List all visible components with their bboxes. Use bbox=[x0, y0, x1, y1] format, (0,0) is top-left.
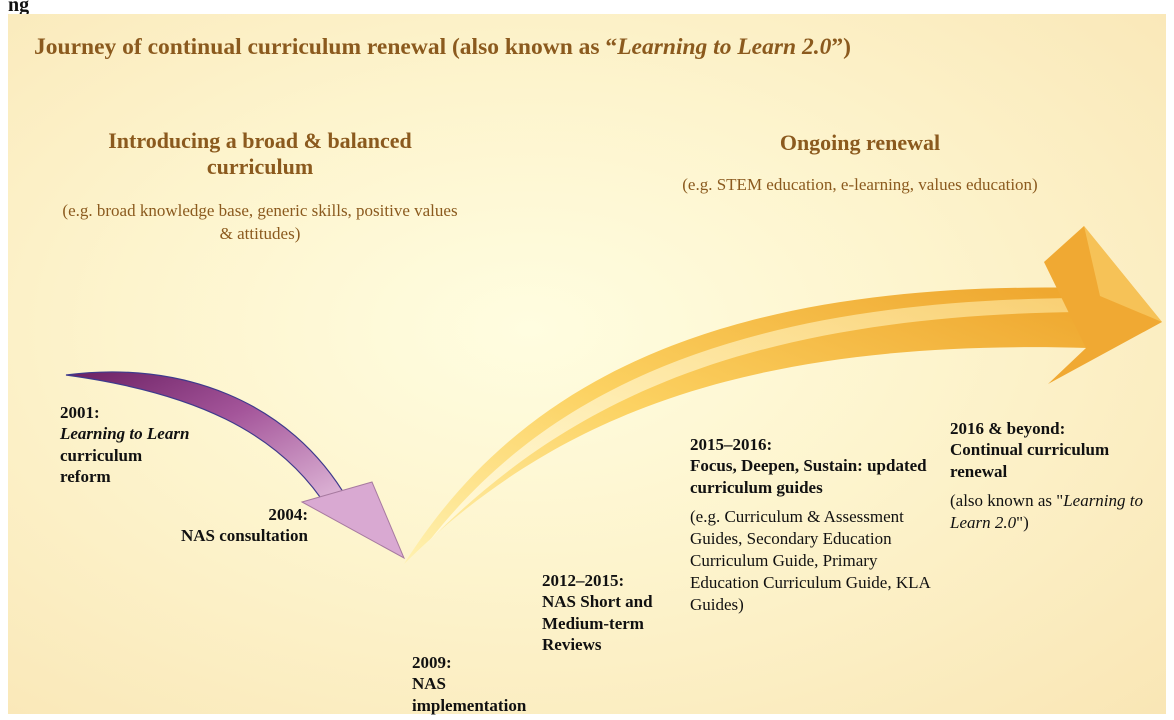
milestone-2001: 2001: Learning to Learn curriculum refor… bbox=[60, 402, 210, 487]
milestone-2012-text: NAS Short and Medium-term Reviews bbox=[542, 592, 653, 654]
milestone-2004-text: NAS consultation bbox=[180, 526, 308, 546]
phase-right-heading: Ongoing renewal bbox=[779, 130, 941, 155]
diagram-panel bbox=[8, 14, 1166, 714]
milestone-2015-year: 2015–2016: bbox=[690, 435, 773, 454]
gold-arrow-head bbox=[1044, 226, 1162, 384]
milestone-2001-text: curriculum reform bbox=[60, 445, 143, 486]
milestone-2004-year: 2004: bbox=[268, 505, 308, 524]
milestone-2016-year: 2016 & beyond: bbox=[950, 419, 1066, 438]
milestone-2015-text: Focus, Deepen, Sustain: updated curricul… bbox=[690, 456, 927, 497]
gold-arrow-head-highlight bbox=[1084, 226, 1162, 322]
gold-arrow-highlight bbox=[430, 298, 1080, 540]
phase-left-subtitle: (e.g. broad knowledge base, generic skil… bbox=[62, 201, 458, 243]
milestone-2015: 2015–2016: Focus, Deepen, Sustain: updat… bbox=[690, 434, 948, 616]
phase-right-subtitle: (e.g. STEM education, e-learning, values… bbox=[682, 175, 1038, 194]
diagram-title: Journey of continual curriculum renewal … bbox=[34, 34, 851, 60]
milestone-2009-text: NAS implementation bbox=[412, 674, 527, 715]
milestone-2012: 2012–2015: NAS Short and Medium-term Rev… bbox=[542, 570, 692, 655]
milestone-2016-note: (also known as "Learning to Learn 2.0") bbox=[950, 490, 1143, 532]
phase-left-heading: Introducing a broad & balanced curriculu… bbox=[108, 128, 412, 180]
milestone-2009: 2009: NAS implementation bbox=[412, 652, 572, 716]
milestone-2001-italic: Learning to Learn bbox=[60, 424, 190, 444]
milestone-2016-text: Continual curriculum renewal bbox=[950, 440, 1110, 481]
milestone-2009-year: 2009: bbox=[412, 653, 452, 672]
purple-arrow-head bbox=[300, 481, 406, 560]
milestone-2004: 2004: NAS consultation bbox=[150, 504, 308, 547]
header-fragment: ng bbox=[8, 0, 30, 16]
milestone-2001-year: 2001: bbox=[60, 403, 100, 422]
milestone-2016: 2016 & beyond: Continual curriculum rene… bbox=[950, 418, 1164, 534]
milestone-2012-year: 2012–2015: bbox=[542, 571, 625, 590]
milestone-2015-note: (e.g. Curriculum & Assessment Guides, Se… bbox=[690, 506, 930, 615]
